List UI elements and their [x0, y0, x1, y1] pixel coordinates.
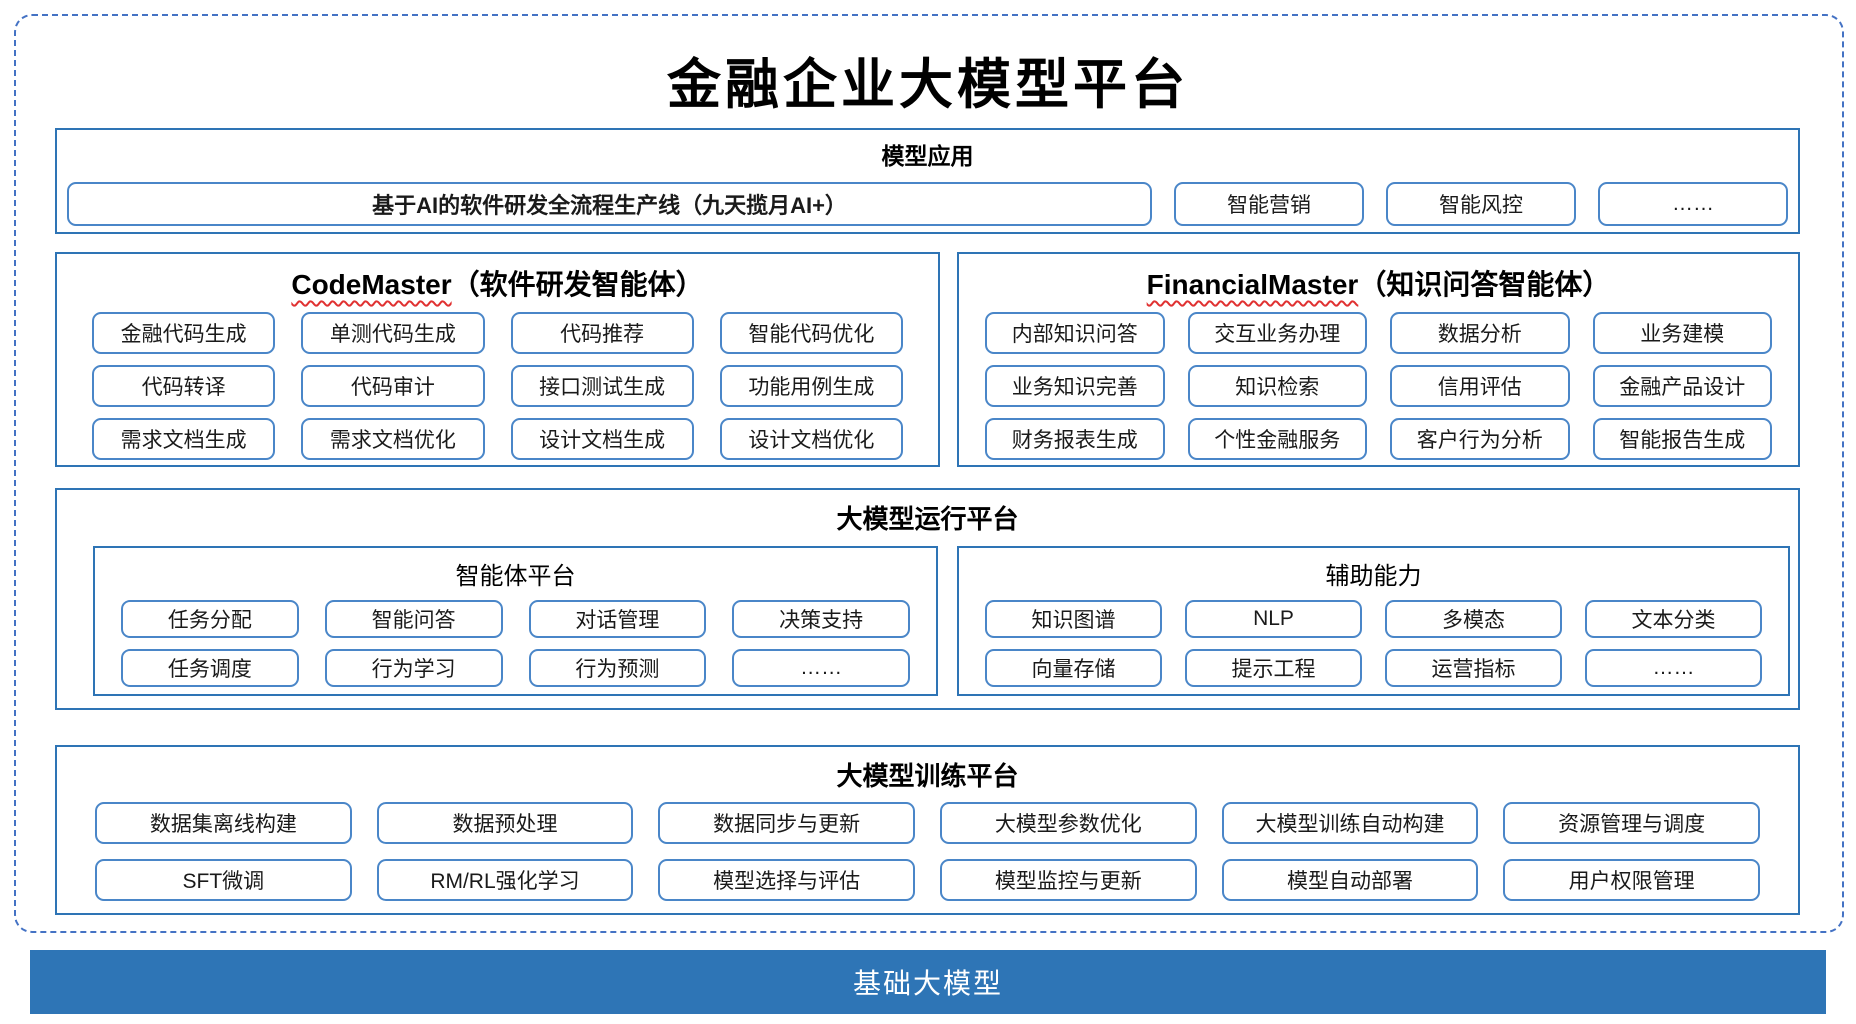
capability-button: 任务分配	[121, 600, 299, 638]
capability-button: ……	[1585, 649, 1762, 687]
capability-button: 交互业务办理	[1187, 312, 1367, 354]
capability-button: 设计文档优化	[719, 418, 903, 460]
training-platform-grid: 数据集离线构建 数据预处理 数据同步与更新 大模型参数优化 大模型训练自动构建 …	[57, 802, 1798, 901]
codemaster-grid: 金融代码生成 单测代码生成 代码推荐 智能代码优化 代码转译 代码审计 接口测试…	[57, 312, 938, 460]
capability-button: 大模型参数优化	[939, 802, 1197, 844]
auxiliary-capability-title: 辅助能力	[1325, 563, 1422, 590]
capability-button: 智能营销	[1174, 182, 1364, 226]
capability-button: 金融产品设计	[1592, 365, 1772, 407]
capability-button: 对话管理	[528, 600, 707, 638]
capability-button: 知识检索	[1187, 365, 1367, 407]
financialmaster-grid: 内部知识问答 交互业务办理 数据分析 业务建模 业务知识完善 知识检索 信用评估…	[959, 312, 1798, 460]
codemaster-title: CodeMaster（软件研发智能体）	[57, 263, 938, 303]
capability-button: 代码推荐	[510, 312, 694, 354]
foundation-model-label: 基础大模型	[852, 968, 1003, 999]
financialmaster-title: FinancialMaster（知识问答智能体）	[959, 263, 1798, 303]
capability-button: 智能风控	[1386, 182, 1576, 226]
capability-button: 代码审计	[301, 365, 485, 407]
page-title: 金融企业大模型平台	[667, 52, 1189, 116]
capability-button: 单测代码生成	[301, 312, 485, 354]
capability-button: 大模型训练自动构建	[1221, 802, 1479, 844]
capability-button: 基于AI的软件研发全流程生产线（九天揽月AI+）	[67, 182, 1152, 226]
capability-button: 用户权限管理	[1503, 859, 1760, 901]
capability-button: 信用评估	[1390, 365, 1570, 407]
dashed-frame	[14, 14, 1844, 933]
capability-button: 财务报表生成	[985, 418, 1165, 460]
capability-button: RM/RL强化学习	[376, 859, 634, 901]
capability-button: 提示工程	[1185, 649, 1362, 687]
capability-button: 模型选择与评估	[658, 859, 915, 901]
section-training-platform: 大模型训练平台 数据集离线构建 数据预处理 数据同步与更新 大模型参数优化 大模…	[55, 745, 1800, 915]
model-application-row: 基于AI的软件研发全流程生产线（九天揽月AI+） 智能营销 智能风控 ……	[57, 182, 1798, 226]
capability-button: 行为预测	[528, 649, 707, 687]
capability-button: NLP	[1185, 600, 1362, 638]
capability-button: SFT微调	[95, 859, 352, 901]
financialmaster-title-zh: （知识问答智能体）	[1358, 269, 1611, 300]
capability-button: 任务调度	[121, 649, 299, 687]
capability-button: 需求文档优化	[301, 418, 485, 460]
capability-button: ……	[1598, 182, 1788, 226]
capability-button: 代码转译	[92, 365, 276, 407]
capability-button: 业务知识完善	[985, 365, 1165, 407]
section-codemaster-agent: CodeMaster（软件研发智能体） 金融代码生成 单测代码生成 代码推荐 智…	[55, 252, 940, 467]
capability-button: 功能用例生成	[719, 365, 903, 407]
capability-button: 数据集离线构建	[95, 802, 352, 844]
capability-button: 运营指标	[1385, 649, 1562, 687]
capability-button: 知识图谱	[985, 600, 1162, 638]
section-runtime-platform: 大模型运行平台 智能体平台 任务分配 智能问答 对话管理 决策支持 任务调度 行…	[55, 488, 1800, 710]
capability-button: 设计文档生成	[510, 418, 694, 460]
training-platform-title: 大模型训练平台	[836, 761, 1019, 791]
capability-button: 个性金融服务	[1187, 418, 1367, 460]
auxiliary-capability-grid: 知识图谱 NLP 多模态 文本分类 向量存储 提示工程 运营指标 ……	[959, 600, 1788, 687]
capability-button: 决策支持	[732, 600, 910, 638]
codemaster-title-zh: （软件研发智能体）	[451, 269, 704, 300]
capability-button: 智能代码优化	[719, 312, 903, 354]
capability-button: 数据预处理	[376, 802, 634, 844]
capability-button: 行为学习	[324, 649, 503, 687]
capability-button: 业务建模	[1592, 312, 1772, 354]
capability-button: 模型监控与更新	[939, 859, 1197, 901]
capability-button: 资源管理与调度	[1503, 802, 1760, 844]
codemaster-title-en: CodeMaster	[291, 269, 452, 300]
runtime-platform-title: 大模型运行平台	[836, 504, 1019, 534]
agent-platform-title: 智能体平台	[455, 563, 576, 590]
capability-button: 文本分类	[1585, 600, 1762, 638]
agent-platform-grid: 任务分配 智能问答 对话管理 决策支持 任务调度 行为学习 行为预测 ……	[95, 600, 936, 687]
capability-button: 接口测试生成	[510, 365, 694, 407]
model-application-title: 模型应用	[881, 143, 974, 169]
capability-button: 模型自动部署	[1221, 859, 1479, 901]
auxiliary-capability-box: 辅助能力 知识图谱 NLP 多模态 文本分类 向量存储 提示工程 运营指标 ……	[957, 546, 1790, 696]
section-financialmaster-agent: FinancialMaster（知识问答智能体） 内部知识问答 交互业务办理 数…	[957, 252, 1800, 467]
capability-button: 数据分析	[1390, 312, 1570, 354]
financialmaster-title-en: FinancialMaster	[1146, 269, 1359, 300]
capability-button: 内部知识问答	[985, 312, 1165, 354]
capability-button: 智能问答	[324, 600, 503, 638]
foundation-model-bar: 基础大模型	[30, 950, 1826, 1014]
capability-button: 客户行为分析	[1390, 418, 1570, 460]
capability-button: 金融代码生成	[92, 312, 276, 354]
capability-button: 向量存储	[985, 649, 1162, 687]
section-model-application: 模型应用 基于AI的软件研发全流程生产线（九天揽月AI+） 智能营销 智能风控 …	[55, 128, 1800, 234]
capability-button: 多模态	[1385, 600, 1562, 638]
capability-button: 数据同步与更新	[658, 802, 915, 844]
capability-button: 需求文档生成	[92, 418, 276, 460]
capability-button: ……	[732, 649, 910, 687]
capability-button: 智能报告生成	[1592, 418, 1772, 460]
agent-platform-box: 智能体平台 任务分配 智能问答 对话管理 决策支持 任务调度 行为学习 行为预测…	[93, 546, 938, 696]
